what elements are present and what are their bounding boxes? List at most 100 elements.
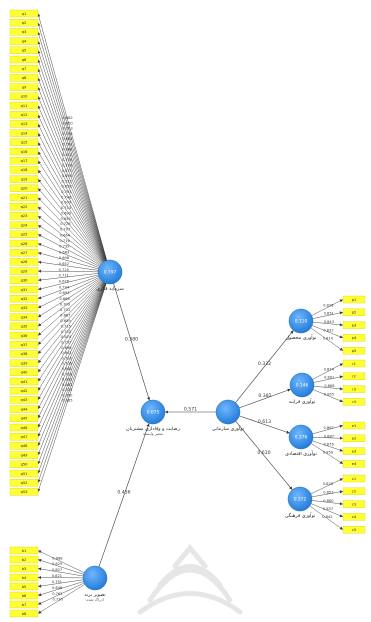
indicator-box [9,276,39,284]
loading-value: 0.662 [62,137,72,141]
loading-arrow [37,123,105,262]
construct-subtitle: ادراک شده [86,597,103,602]
loading-arrow [37,282,104,391]
indicator-label: q23 [21,214,28,218]
indicator-box [9,249,39,257]
loading-arrow [37,283,107,483]
loading-value: 0.728 [60,222,71,226]
loading-value: 0.690 [61,211,72,215]
loading-arrow [37,279,101,327]
loading-arrow [37,260,99,271]
loading-arrow [37,31,107,261]
indicator-box [9,423,39,432]
loading-value: 0.650 [62,121,73,125]
indicator-box [342,308,366,316]
loading-value: 0.702 [61,330,71,334]
indicator-box [9,101,39,110]
construct-name: نوآوری فرایند [289,398,316,405]
loading-arrow [37,581,84,597]
path-arrow [235,330,294,403]
loading-value: 0.688 [62,148,73,152]
indicator-label: q21 [21,196,28,200]
indicator-label: b8 [22,612,27,616]
indicator-box [9,157,39,165]
indicator-box [9,322,39,330]
loading-value: 0.700 [62,393,73,397]
loading-value: 0.676 [59,280,70,284]
loading-value: 0.846 [52,586,63,590]
loading-value: 0.664 [60,233,71,237]
construct-name: نوآوری سازمانی [212,425,244,432]
construct-name: سرمایه فکری [96,286,123,292]
watermark-logo [137,544,243,615]
indicator-label: b3 [22,567,27,571]
loading-value: 0.859 [323,451,334,455]
loading-arrow [37,278,100,318]
indicator-label: q28 [21,260,29,264]
loading-value: 0.687 [60,314,70,318]
loading-value: 0.716 [59,239,70,243]
indicator-box [342,347,366,355]
loading-value: 0.719 [62,132,73,136]
indicator-box [342,513,366,521]
loading-arrow [37,280,102,345]
indicator-label: q9 [22,85,27,89]
indicator-label: q4 [22,39,27,43]
construct-node [140,399,166,425]
loading-arrow [37,282,106,428]
loading-arrow [311,490,344,498]
loading-arrow [37,558,84,575]
path-arrow [98,423,150,567]
indicator-box [9,258,39,266]
indicator-label: b1 [22,549,27,553]
indicator-label: q46 [21,426,29,430]
loading-arrow [311,299,344,316]
loading-value: 0.887 [324,434,334,438]
loading-value: 0.746 [61,195,72,199]
indicator-box [342,321,366,329]
indicator-box [9,396,39,404]
indicator-box [9,573,39,582]
indicator-box [9,295,39,303]
indicator-box [9,19,39,27]
loading-arrow [37,283,106,456]
indicator-box [342,398,366,406]
loading-arrow [37,282,105,419]
loading-arrow [37,96,106,261]
loading-value: 0.737 [61,340,71,344]
indicator-label: b7 [22,603,27,607]
indicator-label: q17 [21,159,28,163]
construct-name: نوآوری فرهنگی [285,512,316,519]
loading-value: 0.718 [62,372,73,376]
loading-value: 0.635 [60,217,70,221]
indicator-label: q34 [21,315,29,319]
loading-arrow [37,269,99,273]
indicator-label: q39 [21,361,29,365]
indicator-label: e2 [352,437,357,441]
indicator-box [342,359,366,368]
loading-value: 0.739 [59,245,70,249]
loading-arrow [37,550,85,573]
indicator-box [342,372,366,380]
indicator-box [9,564,39,573]
indicator-label: q19 [21,177,29,181]
loading-arrow [37,273,99,282]
loading-value: 0.663 [62,383,72,387]
indicator-box [9,442,39,450]
loading-value: 0.671 [62,169,72,173]
indicator-box [9,359,39,367]
loading-arrow [309,505,344,530]
indicator-box [9,175,39,183]
indicator-box [9,111,39,119]
indicator-label: q20 [21,187,29,191]
indicator-box [9,221,39,229]
indicator-label: p5 [352,349,357,353]
indicator-box [9,46,39,54]
loading-value: 0.722 [62,179,72,183]
construct-node [288,424,314,450]
indicator-box [342,460,366,468]
indicator-box [9,405,39,413]
loading-arrow [37,567,84,577]
indicator-label: q1 [22,12,27,16]
